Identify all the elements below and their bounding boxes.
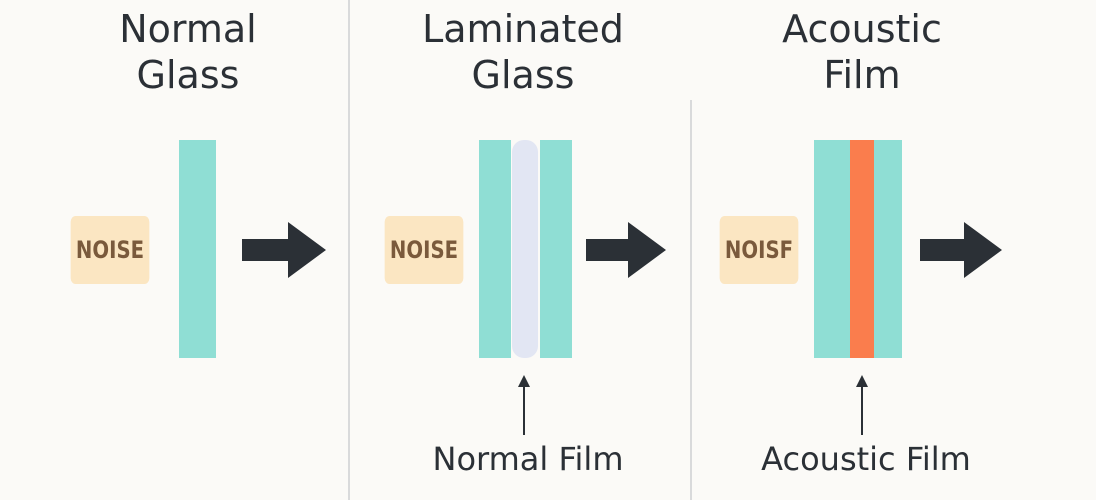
glass-pane-outer <box>479 140 511 358</box>
acoustic-film-label: Acoustic Film <box>761 440 971 478</box>
right-arrow-icon <box>586 222 666 278</box>
right-arrow-icon <box>920 222 1002 278</box>
noise-box: NOISF <box>719 216 799 284</box>
glass-pane-inner <box>540 140 572 358</box>
glass-pane-inner <box>874 140 902 358</box>
normal-film-label: Normal Film <box>432 440 624 478</box>
panel-title-line-2: Film <box>823 53 901 97</box>
panel-divider-2 <box>690 100 692 500</box>
panel-title-line-2: Glass <box>471 53 575 97</box>
glass-pane-outer <box>814 140 850 358</box>
up-arrow-icon <box>856 375 868 435</box>
glass-pane <box>179 140 216 358</box>
panel-title-line-1: Laminated <box>422 7 624 51</box>
panel-title-line-1: Normal <box>119 7 257 51</box>
panel-divider-1 <box>348 0 350 500</box>
panel-title-line-1: Acoustic <box>782 7 942 51</box>
noise-box: NOISE <box>70 216 150 284</box>
right-arrow-icon <box>242 222 326 278</box>
panel-title-acoustic-film: Acoustic Film <box>742 6 982 98</box>
acoustic-film-layer <box>850 140 874 358</box>
panel-title-line-2: Glass <box>136 53 240 97</box>
noise-box: NOISE <box>384 216 464 284</box>
up-arrow-icon <box>518 375 530 435</box>
panel-title-normal-glass: Normal Glass <box>88 6 288 98</box>
panel-title-laminated-glass: Laminated Glass <box>393 6 653 98</box>
normal-film-layer <box>512 140 538 358</box>
